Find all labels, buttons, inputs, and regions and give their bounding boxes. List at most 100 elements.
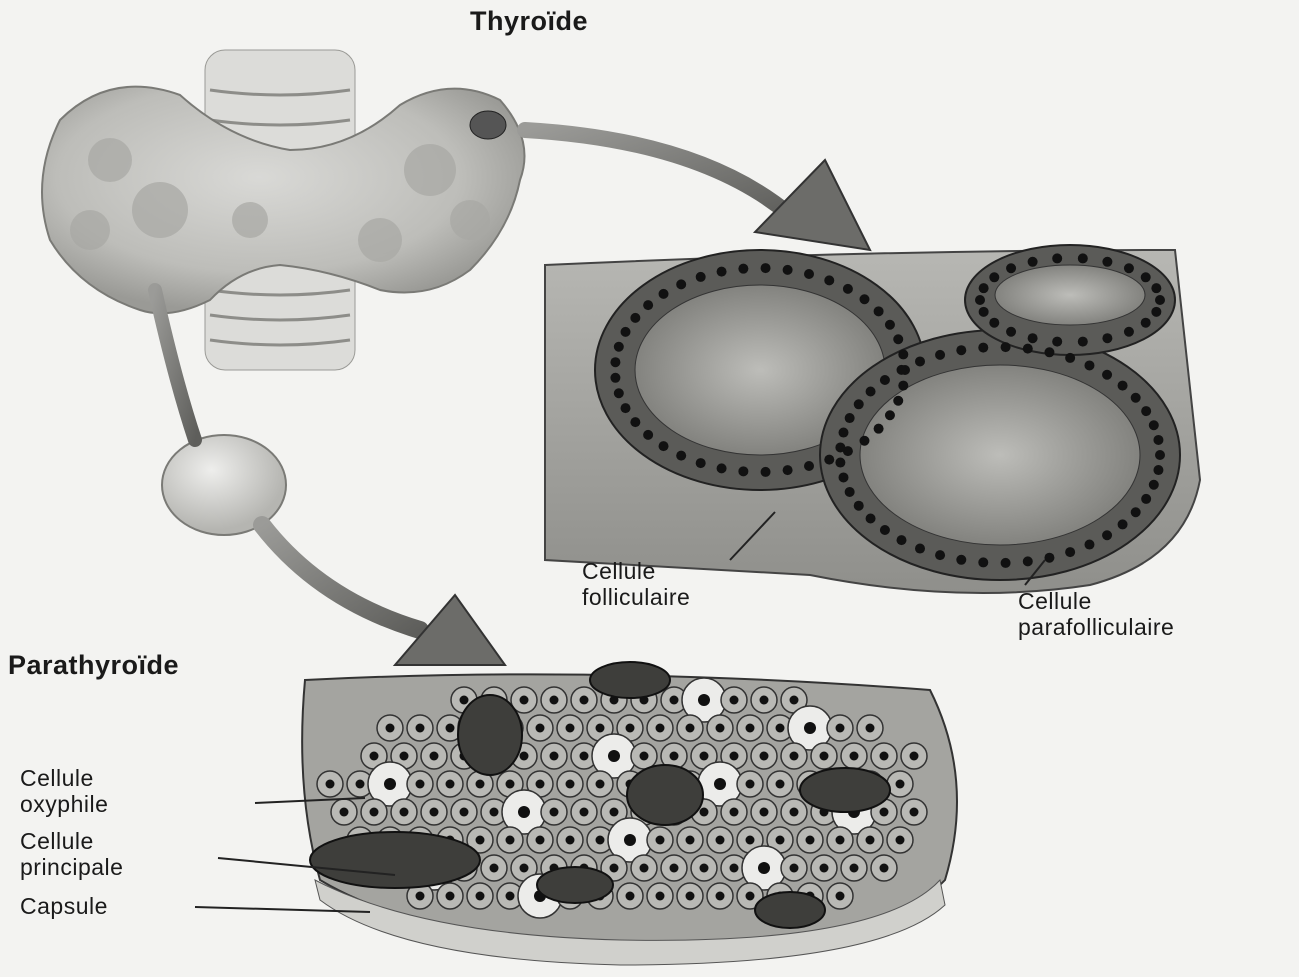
- follicular-cell-nucleus: [896, 535, 906, 545]
- parathyroid-title: Parathyroïde: [8, 650, 179, 681]
- cell-nucleus: [670, 752, 679, 761]
- cell-nucleus: [446, 780, 455, 789]
- cell-nucleus: [730, 808, 739, 817]
- cell-nucleus: [640, 752, 649, 761]
- cell-nucleus: [656, 836, 665, 845]
- cell-nucleus: [566, 836, 575, 845]
- cell-nucleus: [506, 780, 515, 789]
- cell-nucleus: [716, 836, 725, 845]
- cell-nucleus: [866, 724, 875, 733]
- cell-nucleus: [776, 780, 785, 789]
- follicular-cell-nucleus: [866, 513, 876, 523]
- follicular-cell-nucleus: [1141, 272, 1151, 282]
- cell-nucleus: [476, 780, 485, 789]
- oxyphil-cell-label: Cellule oxyphile: [20, 765, 108, 818]
- follicular-cell-nucleus: [975, 295, 985, 305]
- follicular-cell-nucleus: [874, 306, 884, 316]
- cell-nucleus: [866, 836, 875, 845]
- cell-nucleus: [820, 864, 829, 873]
- cell-nucleus: [896, 836, 905, 845]
- cell-nucleus: [760, 752, 769, 761]
- cell-nucleus: [790, 696, 799, 705]
- cell-nucleus: [326, 780, 335, 789]
- follicular-cell-nucleus: [824, 275, 834, 285]
- cell-nucleus: [700, 752, 709, 761]
- follicular-cell-nucleus: [738, 466, 748, 476]
- follicular-cell-nucleus: [874, 424, 884, 434]
- cell-nucleus: [716, 892, 725, 901]
- cell-nucleus: [370, 808, 379, 817]
- cell-nucleus: [700, 864, 709, 873]
- cell-nucleus: [836, 892, 845, 901]
- cell-nucleus: [490, 864, 499, 873]
- cell-nucleus: [746, 780, 755, 789]
- cell-nucleus: [518, 806, 530, 818]
- follicular-cell-nucleus: [738, 264, 748, 274]
- cell-nucleus: [714, 778, 726, 790]
- follicular-cell-nucleus: [621, 403, 631, 413]
- follicular-cell-nucleus: [804, 269, 814, 279]
- follicular-cell-nucleus: [989, 272, 999, 282]
- cell-nucleus: [656, 892, 665, 901]
- cell-nucleus: [490, 808, 499, 817]
- follicular-cell-nucleus: [1084, 540, 1094, 550]
- thyroid-cut-section: [470, 111, 506, 139]
- follicular-cell-nucleus: [643, 300, 653, 310]
- cell-nucleus: [746, 892, 755, 901]
- cell-nucleus: [776, 724, 785, 733]
- follicular-cell-nucleus: [1044, 347, 1054, 357]
- cell-nucleus: [836, 724, 845, 733]
- follicular-cell-nucleus: [676, 451, 686, 461]
- cell-nucleus: [536, 836, 545, 845]
- capsule-label: Capsule: [20, 893, 108, 919]
- follicular-cell-nucleus: [898, 349, 908, 359]
- follicular-cell-nucleus: [1124, 263, 1134, 273]
- follicular-cell-nucleus: [696, 272, 706, 282]
- cell-nucleus: [580, 752, 589, 761]
- cell-nucleus: [430, 808, 439, 817]
- follicular-cell-nucleus: [1151, 283, 1161, 293]
- cell-nucleus: [550, 696, 559, 705]
- cell-nucleus: [790, 808, 799, 817]
- follicular-cell-nucleus: [979, 307, 989, 317]
- cell-nucleus: [610, 808, 619, 817]
- follicular-cell-nucleus: [1102, 530, 1112, 540]
- follicular-cell-nucleus: [1141, 318, 1151, 328]
- follicular-cell-nucleus: [1023, 556, 1033, 566]
- cell-nucleus: [416, 892, 425, 901]
- cell-nucleus: [850, 864, 859, 873]
- cell-nucleus: [430, 752, 439, 761]
- chief-cell-label-line1: Cellule: [20, 828, 123, 854]
- cell-nucleus: [580, 696, 589, 705]
- follicular-cell-nucleus: [1153, 435, 1163, 445]
- cell-nucleus: [608, 750, 620, 762]
- follicular-cell-nucleus: [915, 544, 925, 554]
- cell-nucleus: [880, 864, 889, 873]
- follicular-cell-label: Cellule folliculaire: [582, 558, 690, 611]
- follicular-cell-nucleus: [880, 525, 890, 535]
- follicular-cell-nucleus: [1001, 342, 1011, 352]
- follicular-cell-nucleus: [845, 413, 855, 423]
- cell-nucleus: [416, 780, 425, 789]
- follicular-cell-nucleus: [1149, 480, 1159, 490]
- cell-nucleus: [460, 808, 469, 817]
- follicular-cell-nucleus: [717, 267, 727, 277]
- follicular-cell-nucleus: [885, 320, 895, 330]
- follicular-cell-nucleus: [835, 458, 845, 468]
- parafollicular-cell-label-line1: Cellule: [1018, 588, 1174, 614]
- follicular-cell-nucleus: [854, 399, 864, 409]
- parafollicular-cell-label: Cellule parafolliculaire: [1018, 588, 1174, 641]
- follicular-cell-nucleus: [630, 417, 640, 427]
- follicular-cell-nucleus: [1028, 257, 1038, 267]
- cell-nucleus: [476, 892, 485, 901]
- thyroid-title: Thyroïde: [470, 6, 588, 37]
- follicular-cell-nucleus: [717, 463, 727, 473]
- follicular-cell-nucleus: [1131, 507, 1141, 517]
- follicular-cell-nucleus: [956, 345, 966, 355]
- cell-nucleus: [550, 808, 559, 817]
- cell-nucleus: [506, 836, 515, 845]
- follicular-cell-nucleus: [804, 461, 814, 471]
- cell-nucleus: [758, 862, 770, 874]
- cell-nucleus: [520, 752, 529, 761]
